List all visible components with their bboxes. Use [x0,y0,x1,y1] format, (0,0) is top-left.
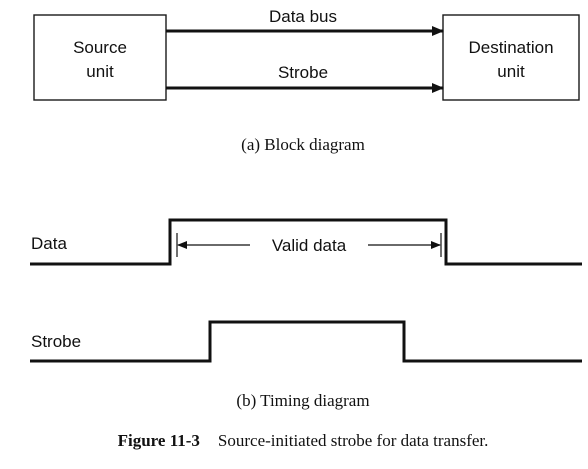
destination-unit-label-line1: Destination [468,38,553,57]
strobe-waveform [30,320,582,363]
data-waveform [30,218,582,266]
block-diagram-caption: (a) Block diagram [241,135,365,154]
figure-number: Figure 11-3 [118,431,200,450]
destination-unit-label-line2: unit [497,62,525,81]
valid-data-label: Valid data [272,236,347,255]
figure-caption: Figure 11-3 Source-initiated strobe for d… [118,431,489,450]
data-signal-label: Data [31,234,67,253]
timing-diagram: Data Valid data Strobe (b) Timing diagra… [30,218,582,410]
timing-diagram-caption: (b) Timing diagram [236,391,369,410]
destination-unit-box [442,14,580,101]
data-bus-label: Data bus [269,7,337,26]
figure-caption-text: Source-initiated strobe for data transfe… [218,431,488,450]
block-diagram: Source unit Destination unit Data bus St… [33,7,580,154]
strobe-line-label: Strobe [278,63,328,82]
strobe-signal-label: Strobe [31,332,81,351]
source-unit-label-line1: Source [73,38,127,57]
source-unit-label-line2: unit [86,62,114,81]
source-unit-box [33,14,167,101]
